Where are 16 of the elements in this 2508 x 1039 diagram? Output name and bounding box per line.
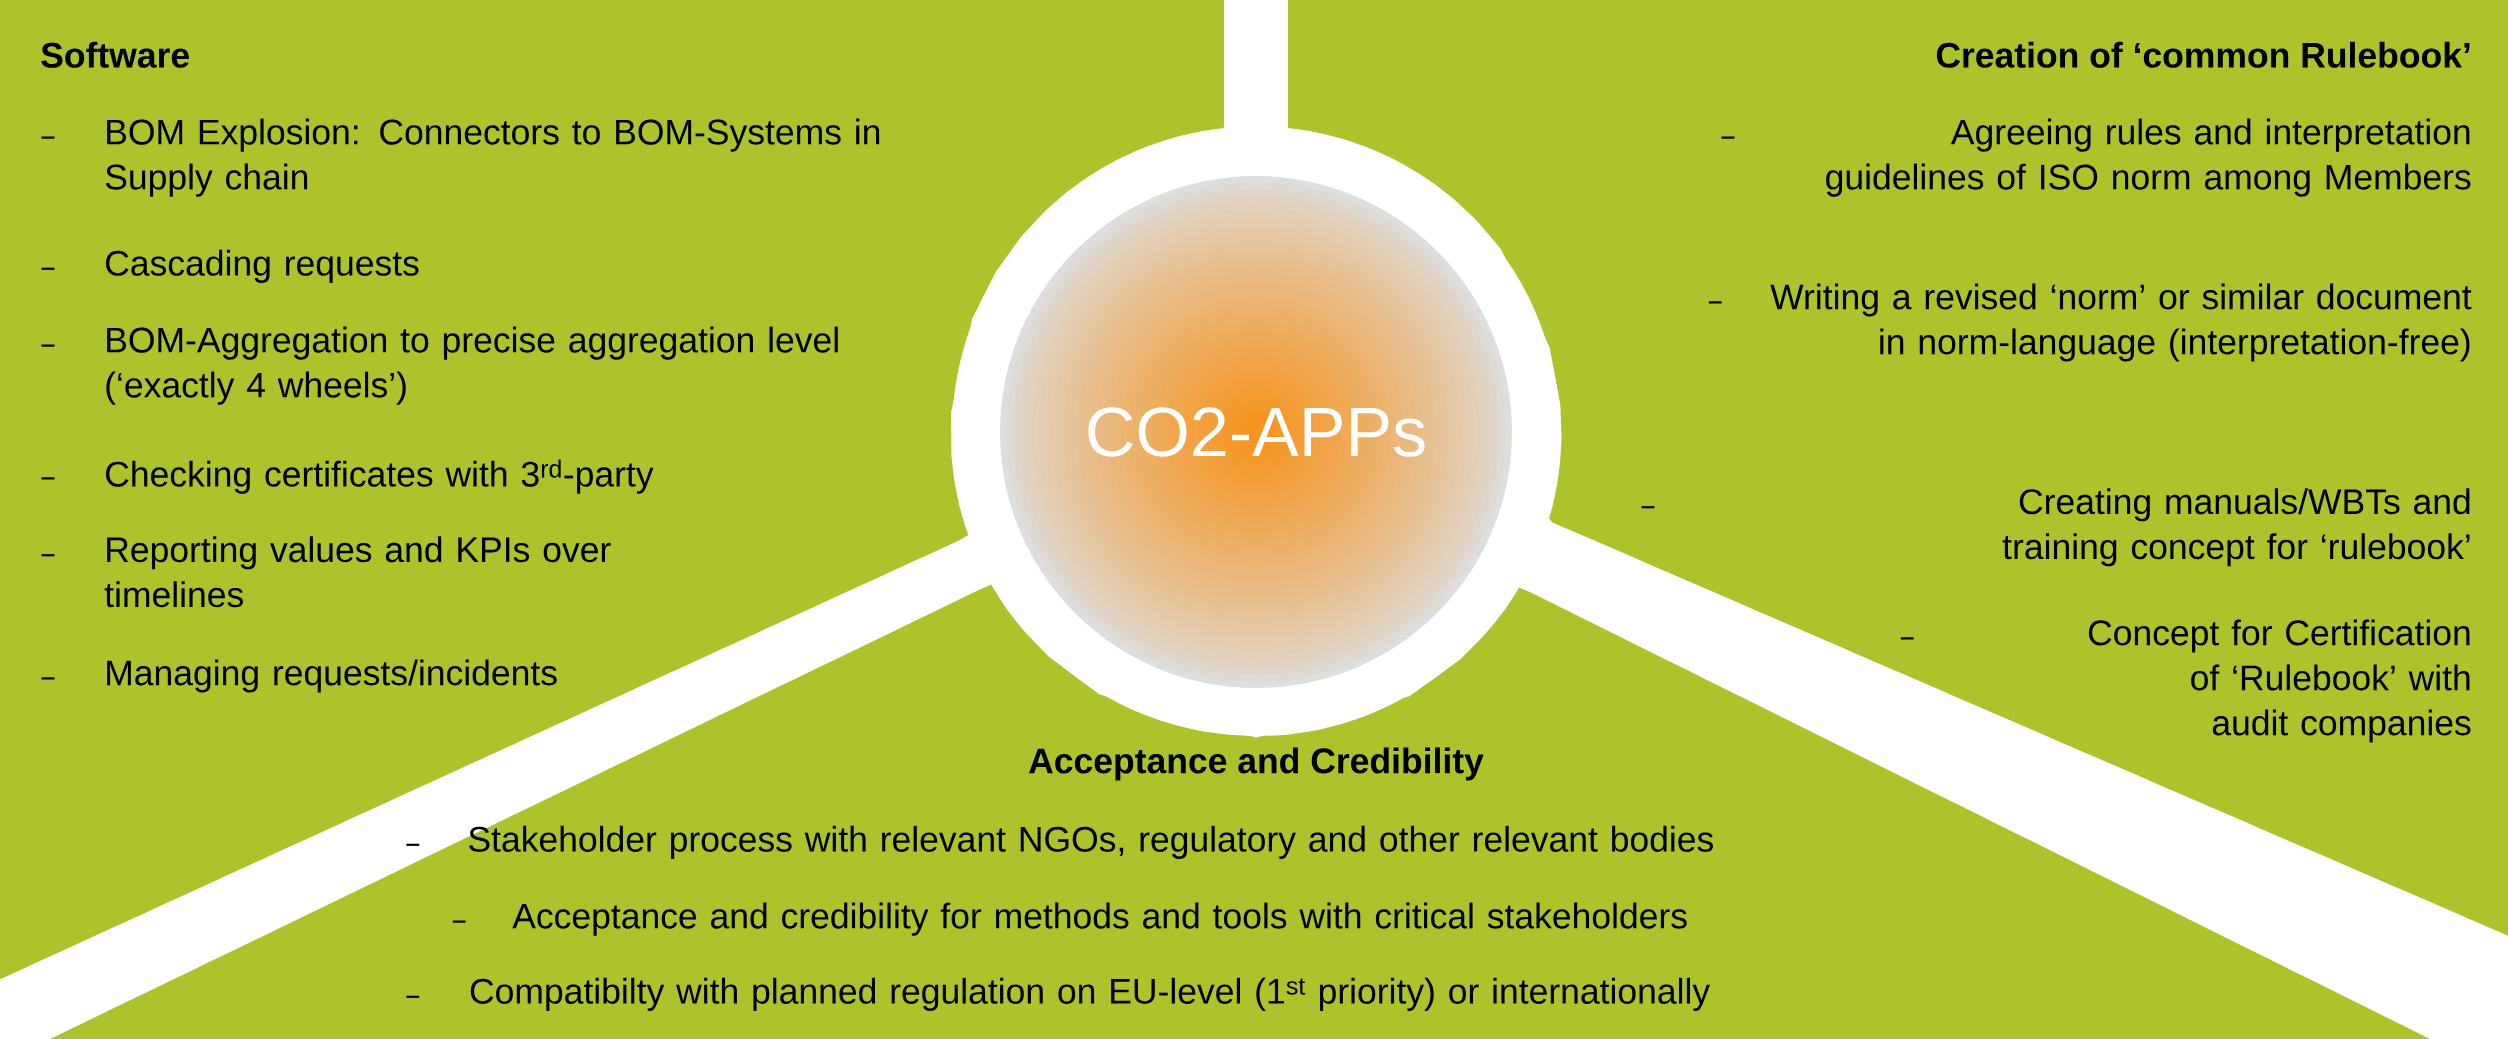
panel-heading: Creation of ‘common Rulebook’ [1936, 41, 2470, 68]
bullet-text: BOM Explosion: Connectors to BOM-Systems in Supply chain [105, 118, 880, 197]
bullet-text: Creating manuals/WBTs and training concept for ‘rulebook’ [2002, 488, 2470, 567]
bullet-text: Compatibilty with planned regulation on EU-level (1$^{st}$ priority) or internationally [470, 977, 1711, 1011]
panel-heading: Acceptance and Credibility [1029, 747, 1484, 781]
panel-heading: Software [41, 41, 189, 68]
bullet-text: Concept for Certification of ‘Rulebook’ with audit companies [2088, 619, 2471, 743]
bullet-text: Checking certificates with 3$^{rd}$-party [106, 459, 654, 494]
bullet-text: Managing requests/incidents [107, 659, 557, 693]
bullet-text: Agreeing rules and interpretation guidelines of ISO norm among Members [1826, 118, 2471, 197]
bullet-text: Writing a revised ‘norm’ or similar document in norm-language (interpretation-free) [1770, 283, 2472, 362]
bullet-text: Reporting values and KPIs over timelines [104, 536, 611, 608]
bullet-text: Stakeholder process with relevant NGOs, regulatory and other relevant bodies [469, 825, 1713, 859]
bullet-text: BOM-Aggregation to precise aggregation level (‘exactly 4 wheels’) [106, 326, 838, 405]
bullet-text: Acceptance and credibility for methods and tools with critical stakeholders [512, 902, 1687, 936]
bullet-text: Cascading requests [106, 249, 419, 283]
